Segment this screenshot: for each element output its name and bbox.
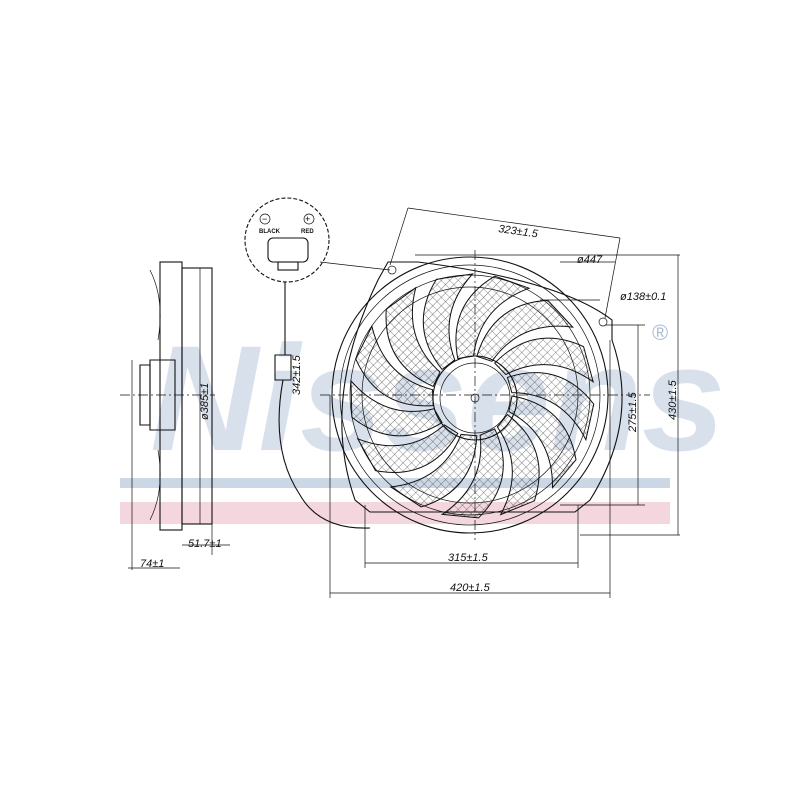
black-pin-label: BLACK xyxy=(259,229,281,235)
fan-blades xyxy=(350,273,595,519)
total-height-label: 430±1.5 xyxy=(667,379,679,420)
fan-blade xyxy=(508,395,577,490)
plus-symbol: + xyxy=(305,214,310,224)
fan-blade xyxy=(440,428,504,519)
fan-blade xyxy=(355,324,434,407)
fan-blade xyxy=(422,273,474,371)
inner-width-label: 315±1.5 xyxy=(448,552,489,564)
total-depth-label: 74±1 xyxy=(140,558,164,570)
fan-blade xyxy=(385,286,441,388)
connector-detail: − + BLACK RED xyxy=(244,197,391,529)
side-view xyxy=(120,261,230,570)
fan-blade xyxy=(496,413,540,516)
outer-diameter-label: ø447 xyxy=(577,254,603,266)
side-diameter-label: ø385±1 xyxy=(199,383,211,420)
inner-height-label: 275±1.5 xyxy=(627,391,639,433)
cable-length-label: 342±1.5 xyxy=(291,354,303,395)
watermark-blue-stripe xyxy=(120,478,670,488)
total-width-label: 420±1.5 xyxy=(450,582,491,594)
fan-blade xyxy=(356,424,459,473)
fan-blade xyxy=(476,299,575,362)
top-width-label: 323±1.5 xyxy=(498,223,540,241)
minus-symbol: − xyxy=(262,214,267,224)
red-pin-label: RED xyxy=(301,229,314,235)
fan-blade xyxy=(506,372,595,442)
fan-front-view xyxy=(320,250,650,540)
fan-blade xyxy=(350,379,443,437)
dimension-lines xyxy=(329,207,680,598)
registered-mark: ® xyxy=(652,320,668,345)
fan-blade xyxy=(494,337,595,384)
fan-blade xyxy=(389,433,478,508)
side-depth-label: 51.7±1 xyxy=(188,538,222,550)
hub-diameter-label: ø138±0.1 xyxy=(620,291,666,303)
fan-blade xyxy=(455,275,531,360)
